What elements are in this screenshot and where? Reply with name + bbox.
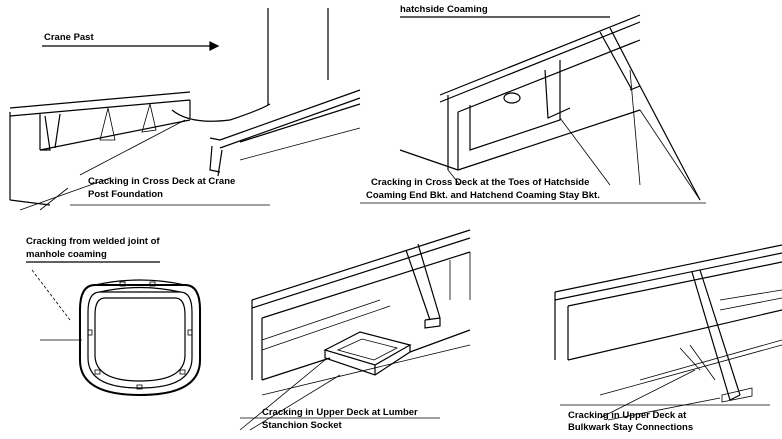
manhole-drawing — [26, 261, 201, 397]
crane-post-title: Crane Past — [44, 32, 94, 43]
lumber-drawing — [239, 229, 471, 431]
lumber-caption-line2: Stanchion Socket — [262, 420, 342, 431]
manhole-title-line1: Cracking from welded joint of — [26, 236, 160, 247]
bulkwark-caption-line2: Bulkwark Stay Connections — [568, 422, 694, 433]
hatchside-drawing — [360, 14, 706, 204]
bulkwark-caption-line1: Cracking in Upper Deck at — [568, 410, 687, 421]
crane-post-caption-line1: Cracking in Cross Deck at Crane — [88, 176, 236, 187]
crane-post-drawing — [9, 8, 361, 211]
manhole-title-line2: manhole coaming — [26, 249, 107, 260]
hatchside-caption-line2: Coaming End Bkt. and Hatchend Coaming St… — [366, 190, 600, 201]
bulkwark-drawing — [554, 244, 782, 421]
crane-post-caption-line2: Post Foundation — [88, 189, 163, 200]
lumber-caption-line1: Cracking in Upper Deck at Lumber — [262, 407, 418, 418]
hatchside-title: hatchside Coaming — [400, 4, 488, 15]
hatchside-caption-line1: Cracking in Cross Deck at the Toes of Ha… — [371, 177, 590, 188]
